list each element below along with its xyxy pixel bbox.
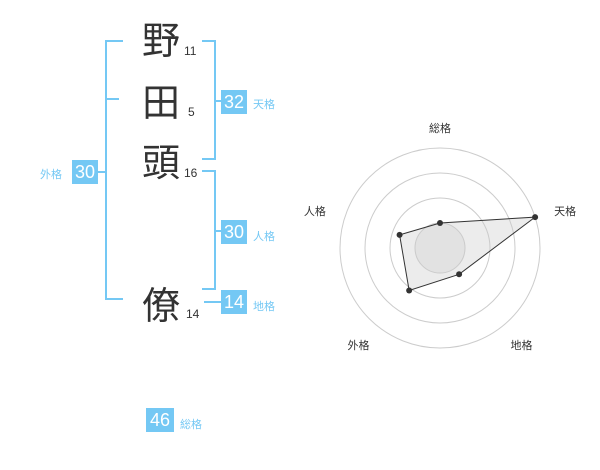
soukaku-value: 46 <box>146 408 174 432</box>
radar-point-5 <box>396 231 403 238</box>
name-char-2: 田 <box>142 81 181 125</box>
radar-axis-label-4: 外格 <box>347 338 369 352</box>
tenkaku-value: 32 <box>221 90 247 114</box>
radar-ring-3 <box>364 172 516 324</box>
stroke-count-1: 11 <box>184 44 197 58</box>
radar-point-2 <box>532 214 539 221</box>
gaikaku-value: 30 <box>72 160 98 184</box>
gaikaku-bracket-mid-tick <box>105 98 119 100</box>
radar-axis-label-1: 総格 <box>429 121 451 135</box>
radar-point-3 <box>456 271 463 278</box>
soukaku-label: 総格 <box>180 418 202 431</box>
chikaku-connector <box>204 301 222 303</box>
radar-axis-label-3: 地格 <box>511 338 533 352</box>
gaikaku-connector <box>97 171 107 173</box>
radar-axis-label-5: 人格 <box>304 204 326 218</box>
radar-data-polygon <box>399 216 537 292</box>
radar-point-4 <box>406 287 413 294</box>
gaikaku-label: 外格 <box>40 168 62 181</box>
name-char-4: 僚 <box>142 284 181 328</box>
radar-axis-label-2: 天格 <box>554 204 576 218</box>
radar-ring-4 <box>339 147 541 349</box>
name-char-3: 頭 <box>142 141 181 185</box>
radar-ring-2 <box>389 197 491 299</box>
tenkaku-connector <box>214 100 222 102</box>
jinkaku-value: 30 <box>221 220 247 244</box>
name-char-1: 野 <box>142 19 181 63</box>
stroke-count-2: 5 <box>188 105 195 119</box>
radar-point-1 <box>437 220 443 226</box>
stroke-count-4: 14 <box>186 307 200 321</box>
jinkaku-label: 人格 <box>253 230 275 243</box>
jinkaku-connector <box>214 230 222 232</box>
tenkaku-label: 天格 <box>253 98 275 111</box>
chikaku-value: 14 <box>221 290 247 314</box>
gaikaku-bracket <box>105 40 123 300</box>
chikaku-label: 地格 <box>253 300 275 313</box>
stroke-count-3: 16 <box>184 166 198 180</box>
